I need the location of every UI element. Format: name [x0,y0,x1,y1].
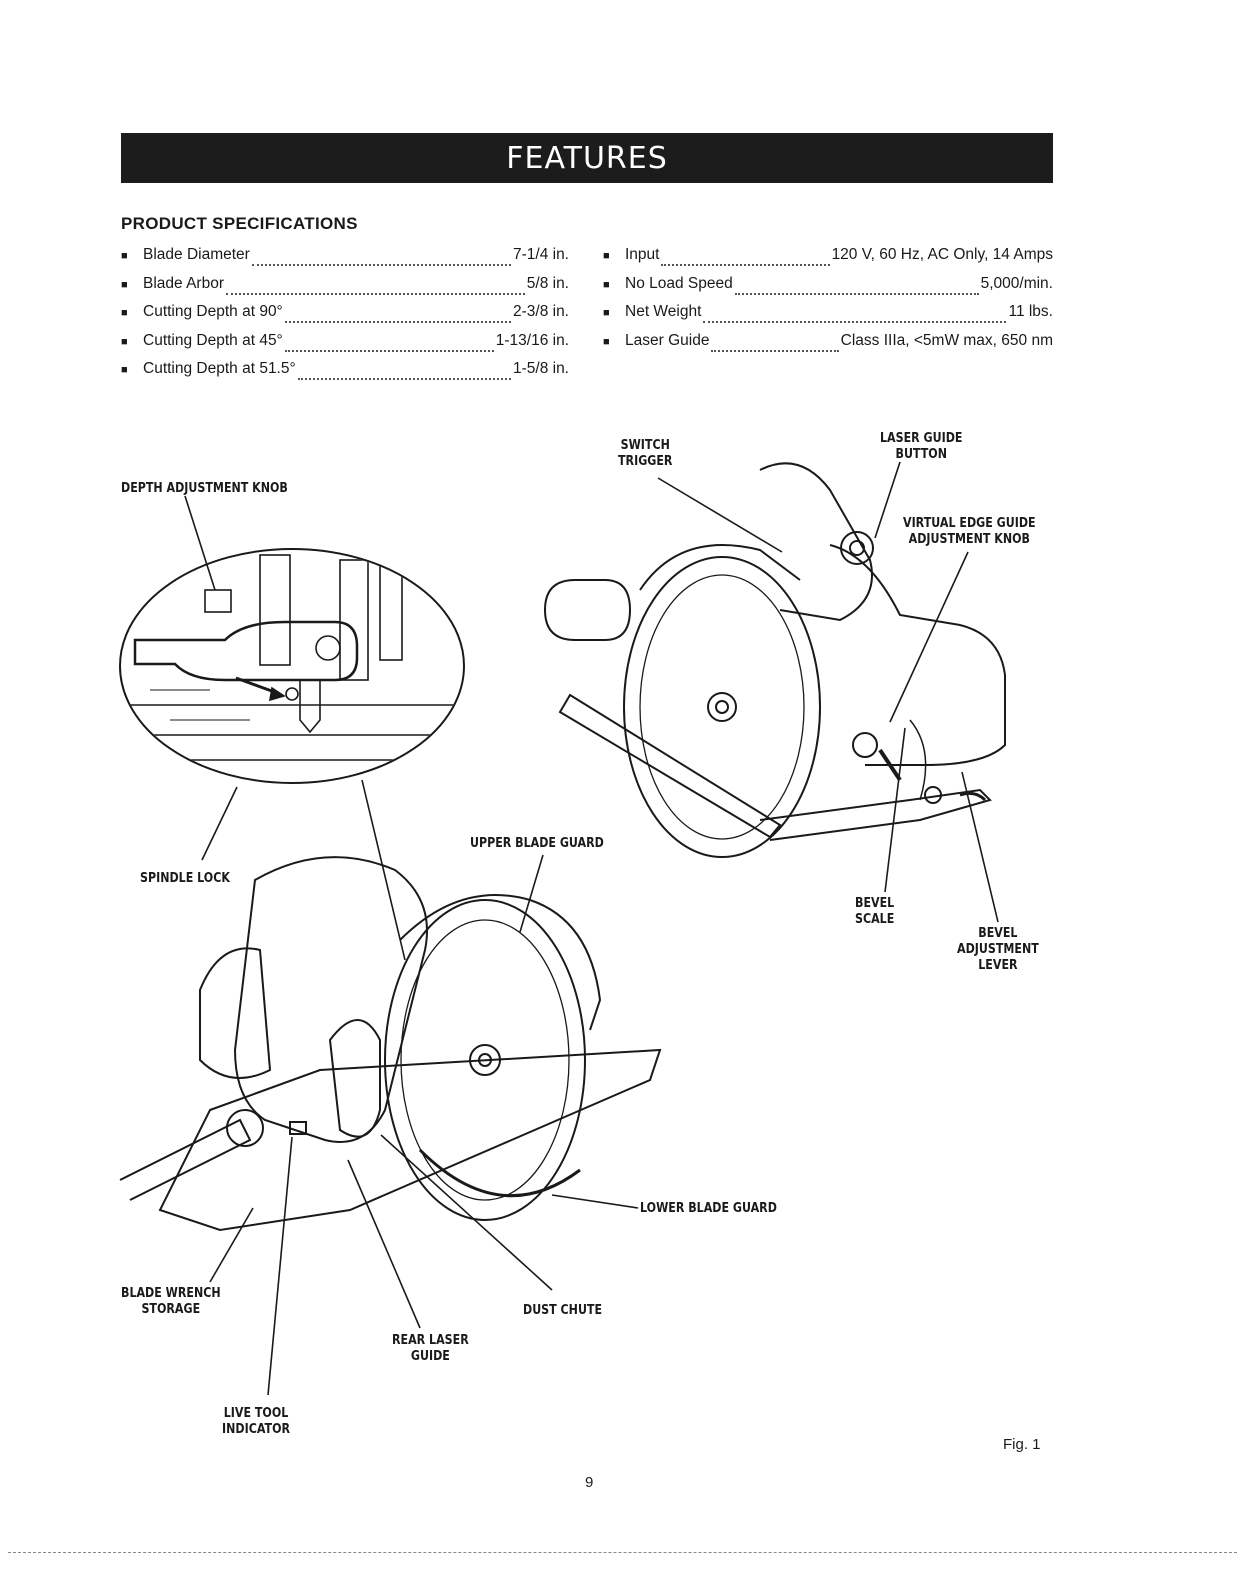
callout-text: SWITCH [620,437,670,453]
square-bullet-icon: ■ [121,364,128,376]
callout-bevel-scale: BEVEL SCALE [855,895,894,927]
callout-text: UPPER BLADE GUARD [470,835,604,851]
spec-label: Blade Arbor [143,274,224,292]
callout-text: STORAGE [141,1301,201,1317]
spec-row: ■ No Load Speed 5,000/min. [603,275,1053,304]
spec-row: ■ Laser Guide Class IIIa, <5mW max, 650 nm [603,332,1053,361]
callout-text: BUTTON [895,446,947,462]
spec-value: 120 V, 60 Hz, AC Only, 14 Amps [831,246,1053,263]
square-bullet-icon: ■ [603,307,610,319]
callout-text: LIVE TOOL [223,1405,289,1421]
banner-title: FEATURES [506,140,668,176]
spec-label: Net Weight [625,303,702,320]
specs-left-column: ■ Blade Diameter 7-1/4 in. ■ Blade Arbor 5/8… [121,246,569,389]
callout-text: LASER GUIDE [880,430,963,446]
spec-value: 2-3/8 in. [512,303,569,320]
spec-row: ■ Net Weight 11 lbs. [603,303,1053,332]
dot-leader [711,349,839,352]
figure-label: Fig. 1 [1003,1436,1041,1453]
callout-text: BEVEL [855,895,895,911]
callout-text: BLADE WRENCH [121,1285,221,1301]
callout-lower-blade-guard: LOWER BLADE GUARD [640,1200,777,1216]
callout-dust-chute: DUST CHUTE [523,1302,602,1318]
depth-knob-detail-inset [119,548,465,784]
saw-bevel-view [543,462,1006,858]
square-bullet-icon: ■ [603,335,610,348]
callout-text: ADJUSTMENT KNOB [908,531,1030,547]
callout-live-tool-indicator: LIVE TOOL INDICATOR [222,1405,290,1437]
bottom-rule [8,1552,1237,1553]
page-number: 9 [585,1474,594,1491]
callout-text: VIRTUAL EDGE GUIDE [903,515,1036,531]
callout-text: GUIDE [410,1348,450,1364]
spec-row: ■ Blade Arbor 5/8 in. [121,275,569,304]
square-bullet-icon: ■ [121,278,128,291]
dot-leader [703,321,1007,324]
spec-value: Class IIIa, <5mW max, 650 nm [840,331,1053,349]
spec-value: 1-13/16 in. [495,331,569,349]
spec-label: Cutting Depth at 90° [143,303,283,320]
square-bullet-icon: ■ [603,250,610,262]
spec-row: ■ Cutting Depth at 45° 1-13/16 in. [121,332,569,361]
callout-text: SPINDLE LOCK [140,870,230,886]
callout-text: ADJUSTMENT [957,941,1039,957]
callout-text: LEVER [978,957,1018,973]
callout-switch-trigger: SWITCH TRIGGER [618,437,672,469]
callout-text: REAR LASER [392,1332,469,1348]
specs-right-column: ■ Input 120 V, 60 Hz, AC Only, 14 Amps ■ No… [603,246,1053,360]
spec-value: 11 lbs. [1008,303,1053,320]
spec-row: ■ Input 120 V, 60 Hz, AC Only, 14 Amps [603,246,1053,275]
spec-label: Cutting Depth at 51.5° [143,360,296,377]
spec-value: 5,000/min. [980,274,1053,292]
callout-text: SCALE [855,911,895,927]
dot-leader [284,321,511,324]
spec-label: Blade Diameter [143,246,250,263]
callout-text: DEPTH ADJUSTMENT KNOB [121,480,288,496]
features-banner: FEATURES [121,133,1053,183]
dot-leader [661,264,830,267]
spec-label: Laser Guide [625,331,710,349]
spec-row: ■ Cutting Depth at 51.5° 1-5/8 in. [121,360,569,389]
callout-virtual-edge-guide-knob: VIRTUAL EDGE GUIDE ADJUSTMENT KNOB [903,515,1036,547]
dot-leader [226,292,525,295]
specs-title: PRODUCT SPECIFICATIONS [121,214,358,233]
spec-value: 5/8 in. [526,274,569,292]
dot-leader [297,378,511,381]
spec-label: Cutting Depth at 45° [143,331,283,349]
callout-blade-wrench-storage: BLADE WRENCH STORAGE [121,1285,221,1317]
callout-laser-guide-button: LASER GUIDE BUTTON [880,430,962,462]
square-bullet-icon: ■ [121,335,128,348]
callout-rear-laser-guide: REAR LASER GUIDE [392,1332,469,1364]
spec-label: Input [625,246,660,263]
callout-bevel-adjustment-lever: BEVEL ADJUSTMENT LEVER [957,925,1039,973]
callout-text: TRIGGER [618,453,673,469]
callout-text: DUST CHUTE [523,1302,603,1318]
dot-leader [251,264,511,267]
square-bullet-icon: ■ [121,307,128,319]
square-bullet-icon: ■ [121,250,128,262]
dot-leader [734,292,979,295]
callout-upper-blade-guard: UPPER BLADE GUARD [470,835,604,851]
spec-value: 1-5/8 in. [512,360,569,377]
dot-leader [284,349,494,352]
saw-front-view [119,856,662,1232]
callout-depth-adjustment-knob: DEPTH ADJUSTMENT KNOB [121,480,288,496]
spec-label: No Load Speed [625,274,733,292]
callout-spindle-lock: SPINDLE LOCK [140,870,230,886]
leader-lines [184,461,999,1396]
spec-row: ■ Blade Diameter 7-1/4 in. [121,246,569,275]
callout-text: BEVEL [978,925,1018,941]
callout-text: INDICATOR [222,1421,291,1437]
spec-value: 7-1/4 in. [512,246,569,263]
spec-row: ■ Cutting Depth at 90° 2-3/8 in. [121,303,569,332]
callout-text: LOWER BLADE GUARD [640,1200,777,1216]
square-bullet-icon: ■ [603,278,610,291]
